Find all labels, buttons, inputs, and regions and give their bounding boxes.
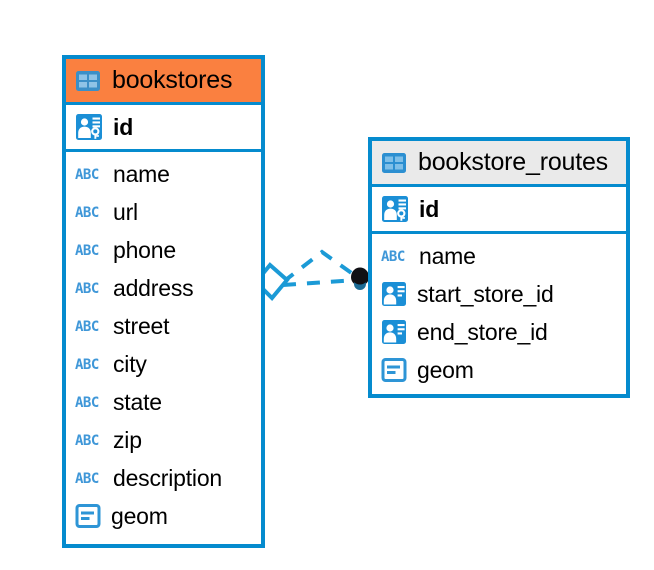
field-row-name[interactable]: ABC name (372, 237, 626, 275)
table-icon (75, 70, 101, 92)
field-label: geom (111, 502, 168, 529)
field-label: name (419, 242, 476, 269)
field-label: url (113, 198, 138, 225)
field-label: phone (113, 236, 176, 263)
svg-text:ABC: ABC (75, 395, 99, 411)
text-type-icon: ABC (75, 279, 103, 297)
field-label: street (113, 312, 170, 339)
text-type-icon: ABC (75, 355, 103, 373)
field-row-name[interactable]: ABC name (66, 155, 261, 193)
entity-table-bookstores[interactable]: bookstores id (62, 55, 265, 548)
field-row-street[interactable]: ABC street (66, 307, 261, 345)
svg-text:ABC: ABC (75, 281, 99, 297)
entity-header-bookstore-routes[interactable]: bookstore_routes (372, 141, 626, 187)
svg-text:ABC: ABC (75, 433, 99, 449)
primary-key-icon (381, 195, 409, 223)
text-type-icon: ABC (75, 203, 103, 221)
entity-title: bookstores (112, 66, 233, 94)
foreign-key-icon (381, 319, 407, 345)
entity-table-bookstore-routes[interactable]: bookstore_routes (368, 137, 630, 398)
svg-text:ABC: ABC (75, 167, 99, 183)
text-type-icon: ABC (75, 393, 103, 411)
field-row-id[interactable]: id (66, 105, 261, 149)
field-row-city[interactable]: ABC city (66, 345, 261, 383)
field-label: zip (113, 426, 142, 453)
svg-text:ABC: ABC (75, 357, 99, 373)
field-label: end_store_id (417, 318, 548, 345)
field-label: start_store_id (417, 280, 554, 307)
field-row-address[interactable]: ABC address (66, 269, 261, 307)
field-row-phone[interactable]: ABC phone (66, 231, 261, 269)
entity-header-bookstores[interactable]: bookstores (66, 59, 261, 105)
field-label: id (113, 113, 134, 140)
text-type-icon: ABC (381, 247, 409, 265)
text-type-icon: ABC (75, 469, 103, 487)
field-label: state (113, 388, 162, 415)
svg-text:ABC: ABC (75, 319, 99, 335)
entity-title: bookstore_routes (418, 148, 608, 176)
foreign-key-icon (381, 281, 407, 307)
primary-key-section: id (66, 105, 261, 152)
field-row-url[interactable]: ABC url (66, 193, 261, 231)
geometry-type-icon (381, 358, 407, 382)
field-row-geom[interactable]: geom (372, 351, 626, 389)
field-row-end-store-id[interactable]: end_store_id (372, 313, 626, 351)
field-row-start-store-id[interactable]: start_store_id (372, 275, 626, 313)
svg-text:ABC: ABC (75, 471, 99, 487)
svg-text:ABC: ABC (75, 243, 99, 259)
svg-text:ABC: ABC (381, 249, 405, 265)
text-type-icon: ABC (75, 431, 103, 449)
primary-key-icon (75, 113, 103, 141)
field-row-state[interactable]: ABC state (66, 383, 261, 421)
field-row-geom[interactable]: geom (66, 497, 261, 535)
geometry-type-icon (75, 504, 101, 528)
svg-text:ABC: ABC (75, 205, 99, 221)
text-type-icon: ABC (75, 241, 103, 259)
field-label: geom (417, 356, 474, 383)
text-type-icon: ABC (75, 317, 103, 335)
primary-key-section: id (372, 187, 626, 234)
field-label: name (113, 160, 170, 187)
field-label: city (113, 350, 147, 377)
relationship-line-lower (282, 278, 357, 287)
field-label: id (419, 195, 440, 222)
field-label: description (113, 464, 223, 491)
table-icon (381, 152, 407, 174)
relationship-line-upper (281, 249, 359, 284)
relationship-circle-marker (351, 267, 369, 290)
field-row-zip[interactable]: ABC zip (66, 421, 261, 459)
field-label: address (113, 274, 194, 301)
text-type-icon: ABC (75, 165, 103, 183)
field-row-id[interactable]: id (372, 187, 626, 231)
field-row-description[interactable]: ABC description (66, 459, 261, 497)
